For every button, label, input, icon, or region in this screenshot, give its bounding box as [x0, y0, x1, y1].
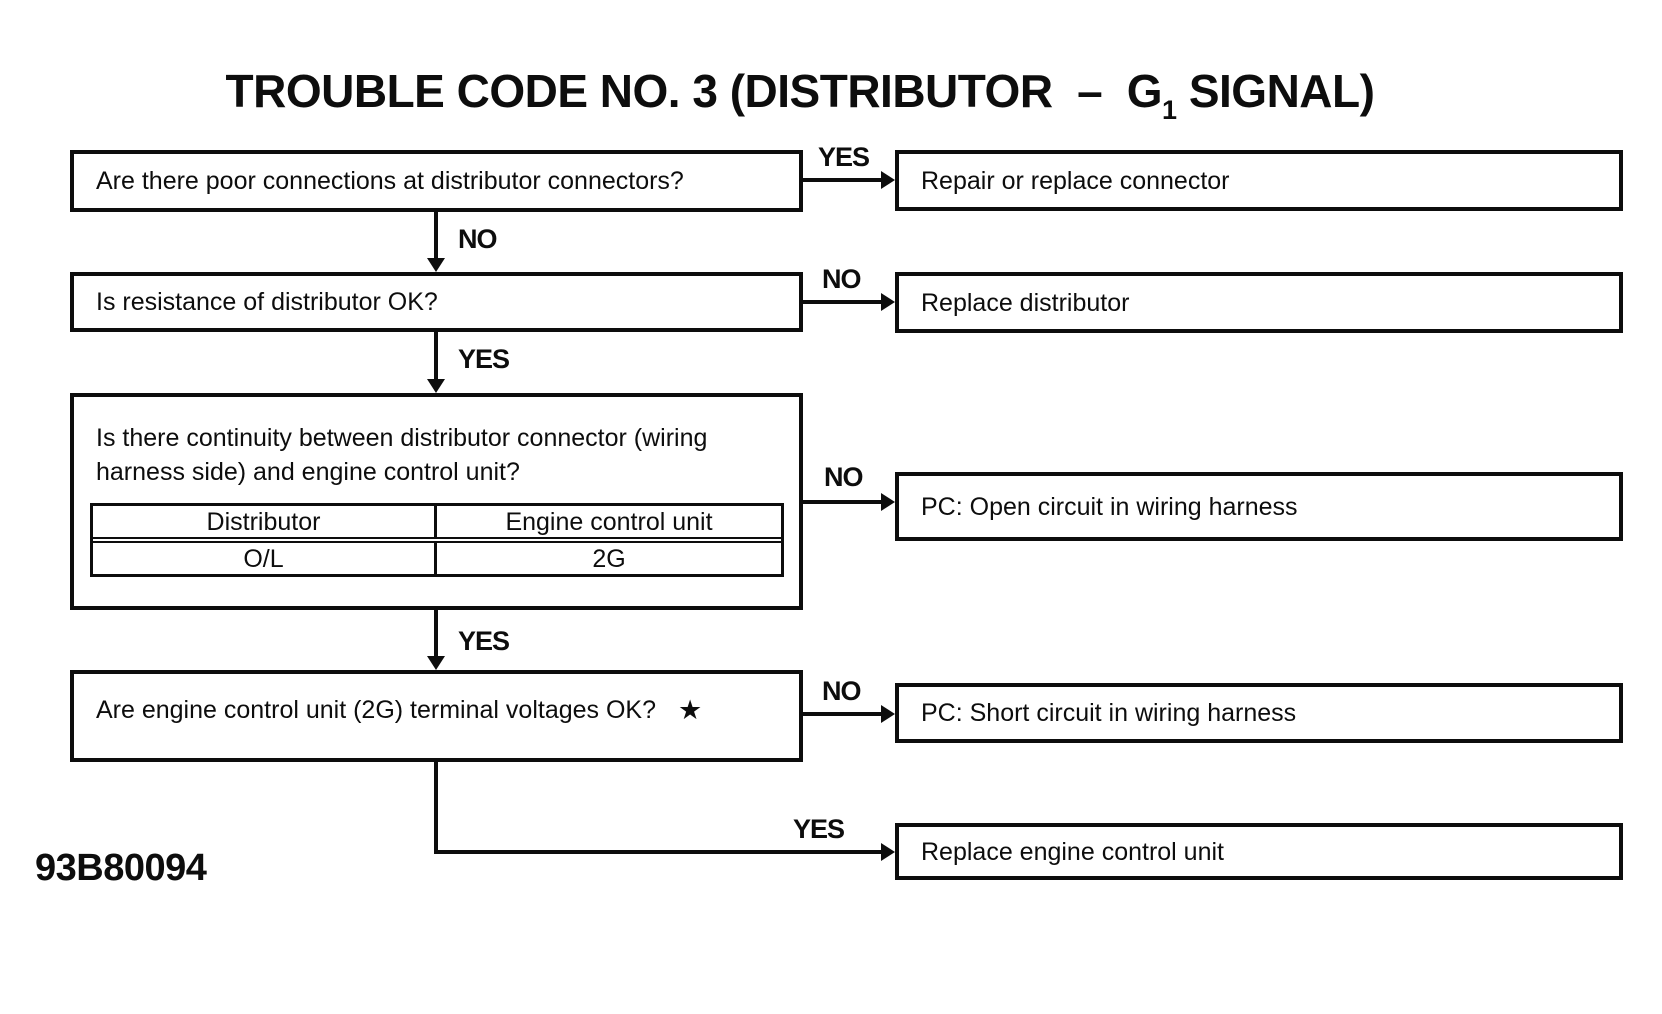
arrowhead-down-icon — [427, 258, 445, 272]
arrowhead-right-icon — [881, 705, 895, 723]
edge-label-yes: YES — [458, 344, 510, 374]
arrowhead-right-icon — [881, 493, 895, 511]
action-text: PC: Open circuit in wiring harness — [921, 492, 1298, 521]
page-title-text: TROUBLE CODE NO. 3 (DISTRIBUTOR – G — [225, 65, 1163, 117]
arrow-line — [434, 332, 438, 383]
arrow-line — [434, 212, 438, 262]
action-text: Replace distributor — [921, 288, 1130, 317]
arrowhead-down-icon — [427, 656, 445, 670]
page-title-suffix: SIGNAL) — [1176, 65, 1375, 117]
edge-label-yes: YES — [458, 626, 510, 656]
edge-label-no: NO — [458, 224, 497, 254]
edge-label-yes: YES — [793, 814, 845, 844]
action-box-repair-connector: Repair or replace connector — [895, 150, 1623, 211]
arrowhead-right-icon — [881, 293, 895, 311]
question-box-terminal-voltages: Are engine control unit (2G) terminal vo… — [70, 670, 803, 762]
question-text-line1: Is there continuity between distributor … — [96, 424, 708, 452]
action-box-open-circuit: PC: Open circuit in wiring harness — [895, 472, 1623, 541]
arrow-line — [803, 178, 883, 182]
action-text: Repair or replace connector — [921, 166, 1230, 195]
question-box-poor-connections: Are there poor connections at distributo… — [70, 150, 803, 212]
figure-number: 93B80094 — [35, 847, 207, 889]
arrow-line-horizontal — [434, 850, 883, 854]
continuity-table: Distributor Engine control unit O/L 2G — [90, 503, 784, 577]
arrow-line — [803, 300, 883, 304]
question-text-line2: harness side) and engine control unit? — [96, 458, 520, 486]
table-cell-distributor-value: O/L — [93, 543, 437, 574]
edge-label-no: NO — [822, 676, 861, 706]
table-data-row: O/L 2G — [93, 543, 781, 574]
edge-label-yes: YES — [818, 142, 870, 172]
action-text: PC: Short circuit in wiring harness — [921, 699, 1297, 727]
page-title-subscript: 1 — [1162, 95, 1177, 125]
arrow-line — [803, 500, 883, 504]
arrow-line — [434, 610, 438, 660]
question-text: Are there poor connections at distributo… — [96, 167, 684, 195]
question-text: Is there continuity between distributor … — [74, 397, 707, 489]
edge-label-no: NO — [822, 264, 861, 294]
arrowhead-down-icon — [427, 379, 445, 393]
action-box-short-circuit: PC: Short circuit in wiring harness — [895, 683, 1623, 743]
page-title: TROUBLE CODE NO. 3 (DISTRIBUTOR – G1 SIG… — [0, 64, 1600, 126]
arrowhead-right-icon — [881, 171, 895, 189]
question-box-distributor-resistance: Is resistance of distributor OK? — [70, 272, 803, 332]
question-text: Is resistance of distributor OK? — [96, 288, 438, 316]
question-text: Are engine control unit (2G) terminal vo… — [74, 674, 702, 726]
question-box-continuity: Is there continuity between distributor … — [70, 393, 803, 610]
arrow-line — [803, 712, 883, 716]
arrow-line-vertical — [434, 762, 438, 852]
action-box-replace-ecu: Replace engine control unit — [895, 823, 1623, 880]
table-cell-ecu-value: 2G — [592, 544, 626, 573]
action-box-replace-distributor: Replace distributor — [895, 272, 1623, 333]
action-text: Replace engine control unit — [921, 837, 1224, 866]
table-header-engine-control-unit: Engine control unit — [505, 507, 713, 536]
table-header-distributor: Distributor — [93, 506, 437, 537]
edge-label-no: NO — [824, 462, 863, 492]
table-header-row: Distributor Engine control unit — [93, 506, 781, 543]
star-icon: ★ — [678, 695, 703, 725]
question-text-line: Are engine control unit (2G) terminal vo… — [96, 696, 656, 724]
arrowhead-right-icon — [881, 843, 895, 861]
